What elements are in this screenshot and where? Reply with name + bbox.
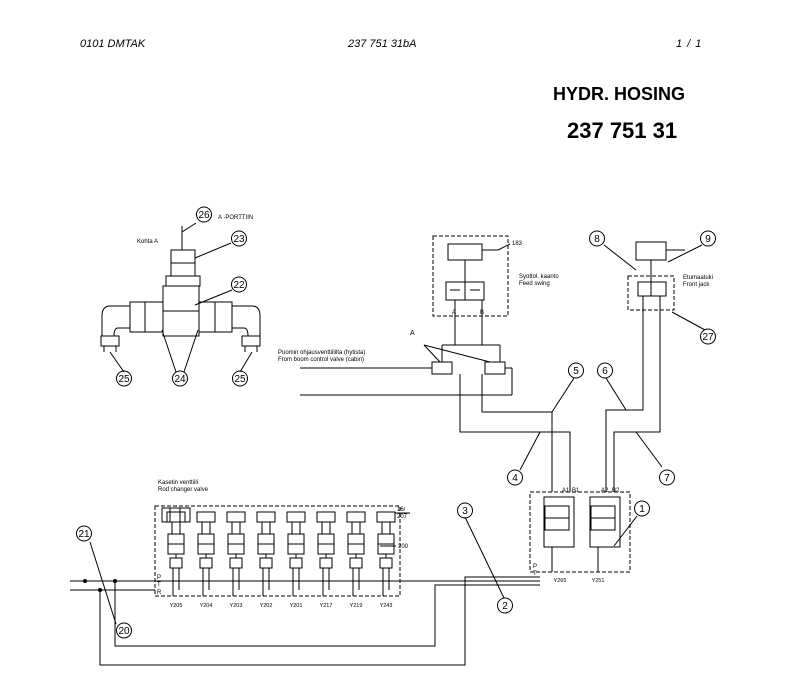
callout-23: 23 <box>233 234 245 245</box>
callout-6-circle <box>597 362 613 379</box>
rod-changer-valve-bank <box>154 505 410 597</box>
valve-slice-y205 <box>166 511 186 596</box>
callout-3: 3 <box>462 506 468 517</box>
valve-label-y201: Y201 <box>290 603 303 609</box>
label-boom-fi: Puomin ohjausventtiililta (hytista) <box>278 350 365 356</box>
valve-label-y219: Y219 <box>350 603 363 609</box>
valve-slice-y204 <box>196 511 216 596</box>
label-boom-en: From boom control valve (cabin) <box>278 357 364 363</box>
label-port-b: B <box>480 310 484 316</box>
label-ref-16: 16/ <box>397 507 406 513</box>
callout-25-right: 25 <box>234 374 246 385</box>
label-ref-200: 200 <box>398 544 409 550</box>
label-a2: A2 <box>601 488 609 494</box>
right-valve-block <box>529 491 631 573</box>
callout-8-circle <box>589 230 605 247</box>
callout-3-circle <box>457 502 473 519</box>
callout-25-left-circle <box>116 370 132 387</box>
valve-label-y217: Y217 <box>320 603 333 609</box>
callout-22-circle <box>231 276 247 293</box>
callout-2: 2 <box>502 601 508 612</box>
label-right-t: T <box>533 571 537 577</box>
label-right-p: P <box>533 564 537 570</box>
fitting-detail <box>100 222 261 373</box>
valve-slice-y203 <box>226 511 246 596</box>
label-syottol-en: Feed swing <box>519 281 550 287</box>
callout-27-circle <box>700 328 716 345</box>
callout-6: 6 <box>602 366 608 377</box>
callout-5: 5 <box>573 366 579 377</box>
label-a1: A1 <box>562 488 570 494</box>
label-etumaatuki-fi: Etumaatuki <box>683 275 713 281</box>
valve-label-y203: Y203 <box>230 603 243 609</box>
valve-label-y251: Y251 <box>592 578 605 584</box>
callout-23-circle <box>231 230 247 247</box>
callout-9: 9 <box>705 234 711 245</box>
feed-swing-valve <box>432 235 511 317</box>
label-port-r: R <box>157 590 162 596</box>
callout-1-circle <box>634 500 650 517</box>
check-valves <box>423 344 506 375</box>
drawing-reference: 237 751 31bA <box>348 38 417 50</box>
label-b1: B1 <box>572 488 580 494</box>
front-jack-valve <box>603 241 706 331</box>
callout-22: 22 <box>233 280 245 291</box>
callout-20-circle <box>116 622 132 639</box>
callout-20: 20 <box>118 626 130 637</box>
label-183: 183 <box>512 241 523 247</box>
label-point-a: A <box>410 330 415 337</box>
callout-25-left: 25 <box>118 374 130 385</box>
callout-27: 27 <box>702 332 714 343</box>
hose-lines <box>70 310 663 666</box>
callout-7-circle <box>659 469 675 486</box>
callout-9-circle <box>700 230 716 247</box>
callout-circles <box>76 206 716 639</box>
callout-24-circle <box>172 370 188 387</box>
valve-label-y205: Y205 <box>170 603 183 609</box>
callout-24: 24 <box>174 374 186 385</box>
callout-4: 4 <box>512 473 518 484</box>
label-b2: B2 <box>612 488 620 494</box>
label-port-p: P <box>157 575 161 581</box>
callout-26-circle <box>196 206 212 223</box>
valve-slice-y219 <box>346 511 366 596</box>
label-rod-fi: Kasetin venttiili <box>158 480 198 486</box>
label-rod-en: Rod changer valve <box>158 487 209 493</box>
callout-25-right-circle <box>232 370 248 387</box>
valve-slice-y201 <box>286 511 306 596</box>
label-port-t: T <box>157 582 161 588</box>
callout-5-circle <box>568 362 584 379</box>
valve-label-y243: Y243 <box>380 603 393 609</box>
label-etumaatuki-en: Front jack <box>683 282 710 288</box>
label-kohta-a: Kohta A <box>137 239 158 245</box>
drawing-title: HYDR. HOSING <box>553 84 686 104</box>
callout-2-circle <box>497 597 513 614</box>
callout-1: 1 <box>639 504 645 515</box>
page-number: 1 / 1 <box>676 38 703 50</box>
callout-4-circle <box>507 469 523 486</box>
callout-8: 8 <box>594 234 600 245</box>
callout-7: 7 <box>664 473 670 484</box>
valve-label-y265: Y265 <box>554 578 567 584</box>
doc-code: 0101 DMTAK <box>80 38 146 50</box>
label-a-porttiin: A -PORTTIIN <box>218 215 253 221</box>
label-syottol-fi: Syottol. kaanto <box>519 274 559 280</box>
label-port-a: A <box>452 310 456 316</box>
valve-slice-y217 <box>316 511 336 596</box>
valve-label-y202: Y202 <box>260 603 273 609</box>
callout-21-circle <box>76 525 92 542</box>
label-ref-207: 207 <box>397 514 408 520</box>
drawing-number: 237 751 31 <box>567 118 678 143</box>
callout-26: 26 <box>198 210 210 221</box>
callout-21: 21 <box>78 529 90 540</box>
valve-label-y204: Y204 <box>200 603 213 609</box>
valve-slice-y243 <box>376 511 396 596</box>
valve-slice-y202 <box>256 511 276 596</box>
